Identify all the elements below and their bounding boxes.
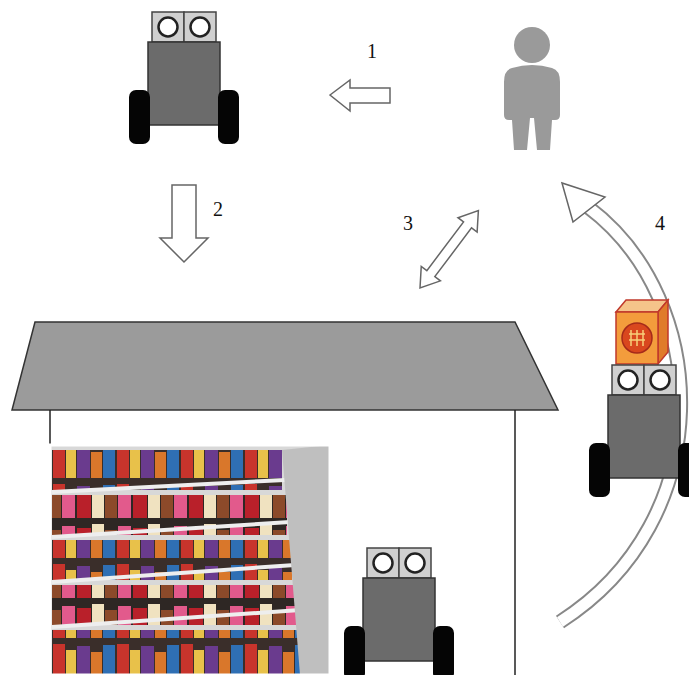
hollow-arrow (330, 80, 390, 111)
robot (589, 365, 689, 497)
parcel-box (616, 300, 668, 364)
callout-number: 4 (655, 212, 665, 234)
callout-number: 2 (213, 198, 223, 220)
callout-number: 3 (403, 212, 413, 234)
callout-number: 1 (367, 40, 377, 62)
store-building (12, 322, 558, 675)
robot (344, 548, 454, 675)
person-icon (504, 27, 560, 150)
shelf-photo (50, 445, 330, 675)
hollow-arrow (160, 185, 208, 262)
robot (129, 12, 239, 144)
double-arrow (410, 203, 488, 295)
